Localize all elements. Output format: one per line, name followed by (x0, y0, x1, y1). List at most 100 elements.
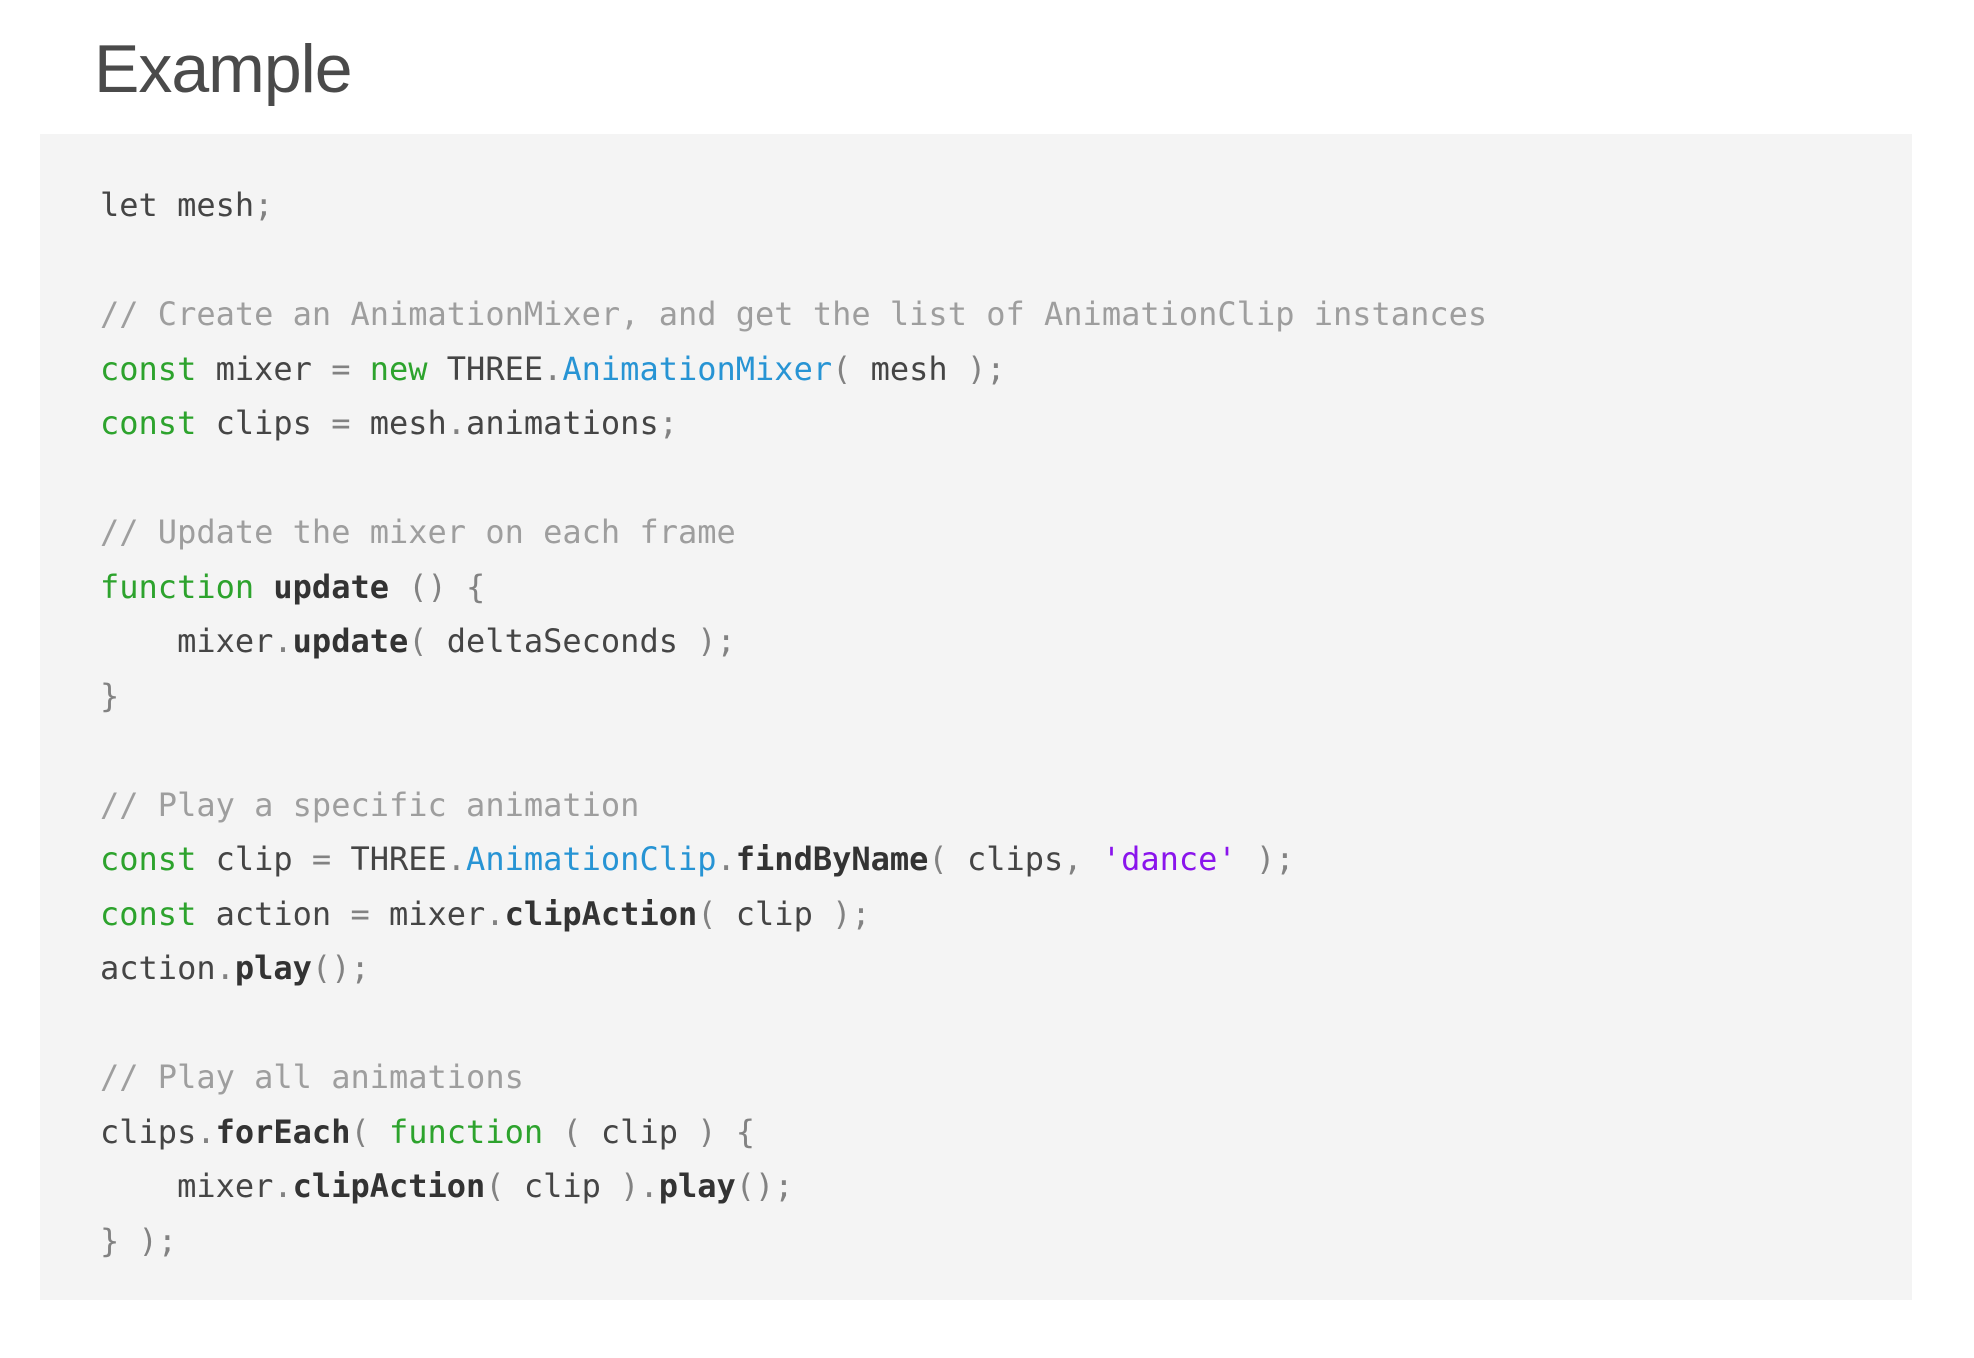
code-line: function update () { (100, 560, 1888, 615)
code-token-punct: ( (832, 349, 871, 388)
code-token-plain (254, 568, 273, 606)
code-token-fn: play (658, 1167, 736, 1206)
code-token-plain: mixer (369, 894, 486, 933)
code-token-comment: // Create an AnimationMixer, and get the… (100, 295, 1488, 334)
code-line: } ); (100, 1214, 1888, 1269)
code-block: let mesh; // Create an AnimationMixer, a… (40, 134, 1912, 1301)
code-line: // Create an AnimationMixer, and get the… (100, 287, 1888, 342)
code-token-punct: ( (408, 622, 447, 661)
code-token-punct: . (196, 1112, 216, 1151)
code-token-cls: AnimationClip (466, 840, 717, 879)
code-token-plain: clip (523, 1167, 601, 1206)
code-token-plain: clips (966, 840, 1064, 879)
code-token-punct: = (350, 894, 370, 933)
code-token-comment: // Play a specific animation (100, 785, 640, 824)
code-token-plain: deltaSeconds (446, 622, 678, 661)
code-token-kw: const (100, 840, 197, 879)
code-token-punct: ( (562, 1112, 601, 1151)
code-token-punct: ); (677, 622, 736, 661)
code-line: let mesh; (100, 178, 1888, 233)
code-token-punct: . (716, 840, 736, 879)
code-token-punct: . (273, 1167, 293, 1206)
code-line (100, 233, 1888, 288)
code-line: mixer.clipAction( clip ).play(); (100, 1159, 1888, 1214)
code-token-punct: ( (485, 1167, 524, 1206)
code-token-punct: ). (600, 1167, 659, 1206)
code-token-plain: mesh (870, 349, 948, 388)
code-token-plain: clip (735, 894, 813, 933)
page-title: Example (94, 31, 353, 107)
code-token-plain: animations (466, 404, 659, 443)
code-token-punct: ; (658, 404, 678, 443)
code-line (100, 451, 1888, 506)
code-token-punct: ( (928, 840, 967, 879)
code-token-plain: action (196, 894, 351, 933)
code-token-punct: . (485, 894, 505, 933)
code-token-plain (350, 350, 369, 388)
code-token-fn: update (273, 567, 389, 606)
code-token-kw: function (100, 567, 255, 606)
code-token-punct: , (1063, 840, 1102, 879)
code-token-fn: clipAction (292, 1167, 486, 1206)
code-token-punct: = (331, 404, 351, 443)
code-token-kw: new (369, 349, 428, 388)
code-line: const action = mixer.clipAction( clip ); (100, 887, 1888, 942)
code-token-plain: THREE (331, 840, 447, 879)
code-token-punct: . (446, 840, 467, 879)
code-token-plain: mixer (196, 349, 332, 388)
code-token-punct: ); (812, 894, 871, 933)
code-token-plain: clips (100, 1112, 197, 1151)
code-line (100, 996, 1888, 1051)
code-token-fn: play (234, 949, 312, 988)
code-token-punct: ) { (677, 1112, 756, 1151)
code-token-plain (543, 1113, 562, 1151)
code-token-punct: . (446, 404, 467, 443)
code-token-punct: . (273, 622, 293, 661)
code-token-punct: = (311, 840, 332, 879)
code-token-kw: function (388, 1112, 544, 1151)
code-token-plain: mixer (100, 622, 274, 661)
code-line: mixer.update( deltaSeconds ); (100, 614, 1888, 669)
code-token-punct: ); (947, 349, 1006, 388)
code-token-comment: // Play all animations (100, 1058, 524, 1097)
code-token-fn: clipAction (504, 894, 698, 933)
code-line: action.play(); (100, 941, 1888, 996)
code-token-punct: . (543, 349, 563, 388)
code-line: clips.forEach( function ( clip ) { (100, 1105, 1888, 1160)
code-line: const clip = THREE.AnimationClip.findByN… (100, 832, 1888, 887)
code-token-punct: ( (697, 894, 736, 933)
code-token-punct: () { (408, 567, 486, 606)
code-token-plain: clip (196, 840, 312, 879)
code-token-punct: ); (1236, 840, 1295, 879)
code-line (100, 723, 1888, 778)
code-token-comment: // Update the mixer on each frame (100, 513, 736, 552)
code-token-str: 'dance' (1101, 840, 1237, 879)
code-token-kw: const (100, 404, 197, 443)
code-token-punct: } (100, 676, 120, 715)
code-token-plain (389, 568, 408, 606)
code-token-fn: forEach (215, 1112, 351, 1151)
code-line: // Play a specific animation (100, 778, 1888, 833)
code-token-plain: mesh (350, 404, 447, 443)
code-token-punct: ; (254, 186, 274, 225)
code-token-plain: action (100, 949, 216, 988)
code-token-plain: mixer (100, 1167, 274, 1206)
code-token-kw: const (100, 894, 197, 933)
code-token-punct: ( (350, 1112, 389, 1151)
code-token-punct: = (331, 349, 351, 388)
code-token-plain: let mesh (100, 186, 255, 225)
code-token-fn: findByName (735, 840, 929, 879)
code-token-punct: (); (311, 949, 370, 988)
code-line: } (100, 669, 1888, 724)
code-line: const clips = mesh.animations; (100, 396, 1888, 451)
code-token-plain: clips (196, 404, 332, 443)
code-token-plain: THREE (427, 349, 544, 388)
code-line: const mixer = new THREE.AnimationMixer( … (100, 342, 1888, 397)
code-token-punct: (); (735, 1167, 794, 1206)
code-token-kw: const (100, 349, 197, 388)
code-token-punct: } ); (100, 1221, 178, 1260)
code-token-punct: . (215, 949, 235, 988)
code-token-cls: AnimationMixer (562, 349, 833, 388)
code-token-plain: clip (600, 1112, 678, 1151)
code-line: // Play all animations (100, 1050, 1888, 1105)
